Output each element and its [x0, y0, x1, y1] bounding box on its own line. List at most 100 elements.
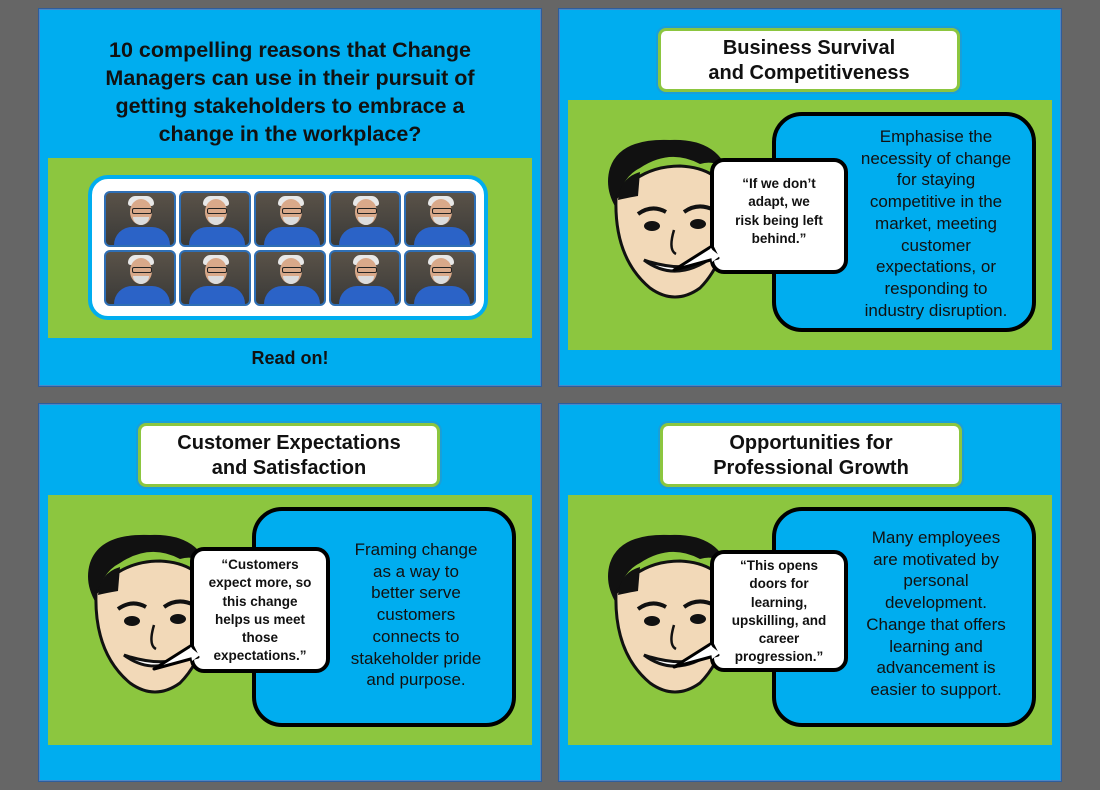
slide-customer-expectations[interactable]: Customer Expectations and Satisfaction F… — [40, 405, 540, 780]
intro-title-line: change in the workplace? — [158, 122, 422, 146]
photo-glasses — [282, 267, 302, 273]
body-line: development. — [884, 593, 988, 613]
body-line: Emphasise the — [879, 127, 993, 146]
photo-beard — [133, 217, 149, 225]
body-line: Many employees — [871, 528, 1001, 547]
intro-title-line: Managers can use in their pursuit of — [105, 66, 475, 90]
body-line: necessity of change — [860, 148, 1012, 168]
photo-shirt — [264, 286, 320, 304]
presenter-photo — [404, 250, 476, 306]
photo-glasses — [132, 267, 152, 273]
photo-glasses — [432, 208, 452, 214]
photo-beard — [208, 217, 224, 225]
quote-line: this change — [222, 593, 298, 609]
body-line: easier to support. — [870, 679, 1002, 699]
heading-line: and Competitiveness — [708, 62, 910, 84]
photo-grid — [104, 191, 476, 306]
speech-bubble-tail-icon — [672, 244, 720, 272]
body-line: expectations, or — [875, 257, 996, 277]
speech-bubble — [710, 550, 848, 672]
presenter-photo — [329, 250, 401, 306]
intro-title-line: 10 compelling reasons that Change — [108, 38, 471, 62]
body-line: advancement is — [876, 658, 996, 678]
photo-shirt — [264, 227, 320, 245]
photo-shirt — [189, 227, 245, 245]
photo-beard — [358, 276, 374, 284]
quote-line: learning, — [750, 594, 808, 610]
photo-glasses — [207, 208, 227, 214]
speech-bubble-tail-icon — [152, 643, 200, 671]
quote-line: expectations.” — [213, 648, 307, 664]
photo-shirt — [189, 286, 245, 304]
quote-line: “If we don’t — [742, 176, 816, 191]
photo-glasses — [132, 208, 152, 214]
speech-bubble-tail-icon — [672, 641, 720, 669]
quote-line: behind.” — [751, 230, 807, 246]
quote-line: adapt, we — [748, 194, 810, 210]
body-line: industry disruption. — [864, 300, 1008, 320]
slide-heading: Customer Expectations and Satisfaction — [138, 423, 440, 487]
intro-title-line: getting stakeholders to embrace a — [115, 94, 465, 118]
photo-shirt — [339, 227, 395, 245]
body-line: are motivated by — [873, 549, 999, 569]
body-line: and purpose. — [366, 670, 466, 690]
presenter-photo — [104, 191, 176, 247]
quote-line: “Customers — [221, 557, 299, 572]
photo-glasses — [282, 208, 302, 214]
photo-shirt — [114, 227, 170, 245]
quote-line: helps us meet — [214, 611, 306, 627]
photo-glasses — [357, 208, 377, 214]
slide-professional-growth[interactable]: Opportunities for Professional Growth Ma… — [560, 405, 1060, 780]
quote-line: expect more, so — [208, 575, 312, 591]
photo-shirt — [339, 286, 395, 304]
quote-text: “This opens doors for learning, upskilli… — [715, 557, 843, 667]
body-line: learning and — [889, 636, 983, 656]
body-line: connects to — [372, 626, 460, 646]
photo-shirt — [114, 286, 170, 304]
quote-text: “Customers expect more, so this change h… — [195, 556, 325, 666]
presenter-photo — [179, 191, 251, 247]
photo-beard — [283, 276, 299, 284]
body-box — [772, 507, 1036, 727]
photo-shirt — [414, 286, 470, 304]
read-on-link[interactable]: Read on! — [251, 348, 329, 368]
quote-line: risk being left — [735, 212, 823, 228]
photo-shirt — [414, 227, 470, 245]
slide-intro[interactable]: 10 compelling reasons that Change Manage… — [40, 10, 540, 385]
body-line: Change that offers — [866, 614, 1006, 634]
body-text: Framing change as a way to better serve … — [336, 539, 496, 691]
presenter-photo — [404, 191, 476, 247]
slide-heading: Opportunities for Professional Growth — [660, 423, 962, 487]
quote-line: doors for — [749, 576, 809, 592]
heading-line: and Satisfaction — [211, 457, 367, 479]
quote-text: “If we don’t adapt, we risk being left b… — [715, 175, 843, 248]
slide-business-survival[interactable]: Business Survival and Competitiveness Em… — [560, 10, 1060, 385]
body-line: better serve — [371, 583, 461, 603]
quote-line: upskilling, and — [731, 612, 827, 628]
body-line: personal — [903, 571, 969, 591]
speech-bubble — [190, 547, 330, 673]
heading-line: Customer Expectations — [177, 432, 401, 454]
cartoon-face-icon — [608, 139, 737, 299]
body-line: for staying — [896, 170, 976, 190]
photo-glasses — [432, 267, 452, 273]
speech-bubble — [710, 158, 848, 274]
quote-line: those — [241, 630, 278, 646]
presenter-photo — [179, 250, 251, 306]
photo-beard — [433, 217, 449, 225]
photo-beard — [208, 276, 224, 284]
heading-line: Opportunities for — [729, 432, 893, 454]
heading-line: Business Survival — [722, 37, 896, 59]
photo-collage — [88, 175, 488, 320]
photo-beard — [433, 276, 449, 284]
body-line: Framing change — [354, 540, 478, 559]
photo-glasses — [357, 267, 377, 273]
photo-beard — [283, 217, 299, 225]
body-line: responding to — [884, 278, 988, 298]
body-text: Many employees are motivated by personal… — [846, 527, 1026, 701]
quote-line: career — [758, 631, 800, 647]
photo-beard — [358, 217, 374, 225]
body-line: customers — [376, 605, 456, 625]
heading-line: Professional Growth — [713, 457, 909, 479]
presenter-photo — [254, 250, 326, 306]
